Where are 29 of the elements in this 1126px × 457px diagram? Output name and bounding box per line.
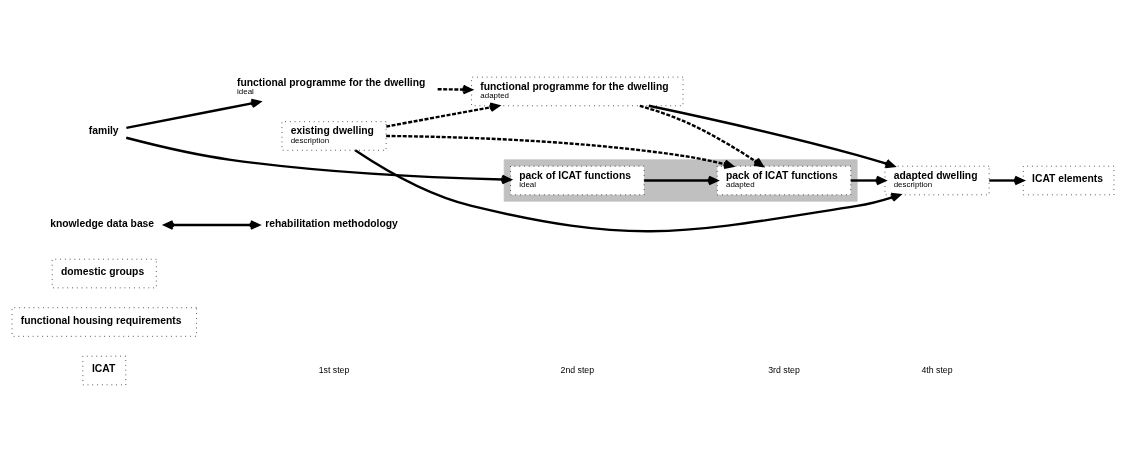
node-box: ICAT	[82, 355, 127, 385]
node-text: family	[88, 124, 119, 136]
arrow	[437, 84, 473, 94]
arrow	[850, 175, 887, 185]
node-box: existing dwelling description	[281, 120, 387, 151]
arrow	[354, 148, 901, 232]
node-text: rehabilitation methodology	[265, 217, 398, 229]
node-box: domestic groups	[51, 258, 157, 288]
node-text: knowledge data base	[50, 217, 155, 229]
node-box: functional programme for the dwelling adapted	[471, 76, 684, 106]
node-box: ICAT elements	[1022, 165, 1115, 195]
label: 3rd step	[768, 364, 800, 375]
arrow	[989, 175, 1025, 185]
node-box: pack of ICAT functions adapted	[716, 165, 852, 195]
node-box: functional housing requirements	[11, 306, 197, 337]
arrow	[126, 98, 262, 129]
arrow	[648, 104, 896, 168]
arrow	[125, 136, 512, 184]
arrow	[644, 175, 719, 185]
arrow	[386, 102, 500, 128]
node-box: adapted dwelling description	[884, 165, 990, 195]
label: 4th step	[921, 364, 953, 375]
arrow	[386, 134, 734, 169]
arrow	[639, 104, 764, 167]
label: 1st step	[318, 364, 350, 375]
arrow	[163, 219, 261, 230]
node-text: functional programme for the dwelling ideal	[237, 76, 426, 96]
label: 2nd step	[560, 364, 595, 375]
node-box: pack of ICAT functions ideal	[510, 165, 645, 195]
